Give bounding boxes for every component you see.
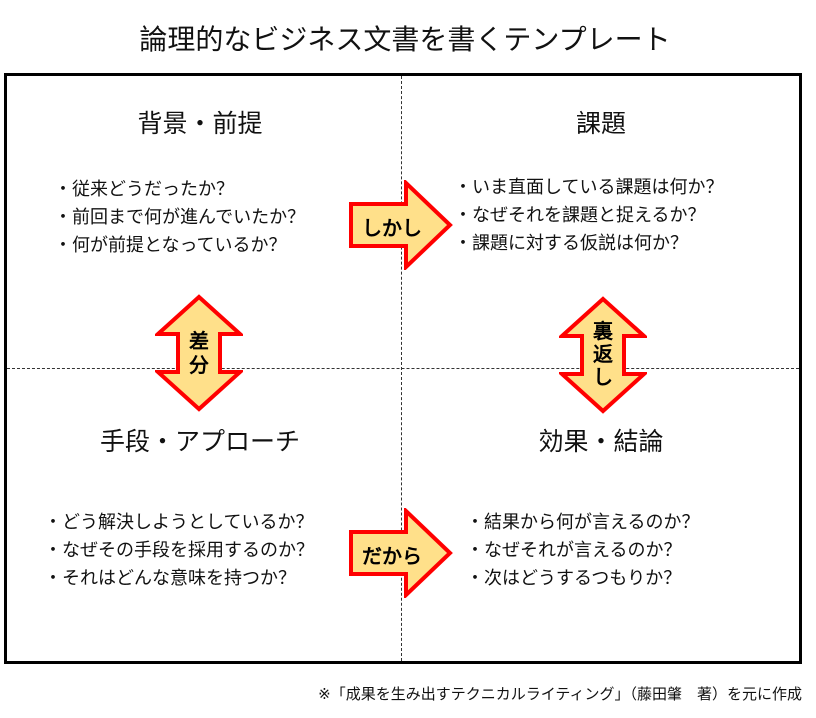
bullet: ・なぜそれが言えるのか？ — [466, 540, 682, 561]
therefore-arrow: だから — [348, 508, 454, 598]
inverse-char: し — [593, 365, 613, 389]
bullet: ・従来どうだったか？ — [54, 179, 234, 200]
inverse-char: 返 — [593, 342, 613, 366]
bullet: ・なぜそれを課題と捉えるか？ — [454, 205, 706, 226]
however-arrow: しかし — [348, 180, 454, 270]
therefore-label: だから — [362, 544, 422, 568]
difference-char: 分 — [189, 353, 209, 377]
right-arrow-icon — [349, 180, 453, 270]
right-arrow-icon — [349, 508, 453, 598]
difference-arrow: 差 分 — [155, 294, 243, 412]
inverse-arrow: 裏 返 し — [559, 296, 647, 414]
heading-background: 背景・前提 — [137, 109, 263, 138]
inverse-char: 裏 — [593, 319, 613, 343]
source-note: ※「成果を生み出すテクニカルライティング」（藤田肇 著）を元に作成 — [318, 685, 802, 703]
bullet: ・なぜその手段を採用するのか？ — [44, 540, 314, 561]
quadrant-frame — [4, 73, 802, 664]
bullet: ・何が前提となっているか？ — [54, 235, 287, 256]
however-label: しかし — [362, 216, 422, 240]
inverse-label: 裏 返 し — [593, 320, 613, 389]
bullet: ・結果から何が言えるのか？ — [466, 512, 700, 533]
up-down-arrow-icon — [559, 296, 647, 414]
up-down-arrow-icon — [155, 294, 243, 412]
heading-issue: 課題 — [575, 109, 626, 138]
bullets-background: ・従来どうだったか？ ・前回まで何が進んでいたか？ ・何が前提となっているか？ — [54, 176, 305, 260]
bullet: ・次はどうするつもりか？ — [466, 568, 682, 589]
bullet: ・いま直面している課題は何か？ — [454, 177, 724, 198]
bullet: ・それはどんな意味を持つか？ — [44, 568, 296, 589]
bullet: ・課題に対する仮説は何か？ — [454, 233, 688, 254]
heading-approach: 手段・アプローチ — [99, 427, 300, 456]
horizontal-divider — [7, 368, 799, 369]
bullets-approach: ・どう解決しようとしているか？ ・なぜその手段を採用するのか？ ・それはどんな意… — [44, 509, 314, 593]
heading-result: 効果・結論 — [538, 427, 664, 456]
bullet: ・どう解決しようとしているか？ — [44, 512, 314, 533]
bullets-result: ・結果から何が言えるのか？ ・なぜそれが言えるのか？ ・次はどうするつもりか？ — [466, 509, 699, 593]
page-title: 論理的なビジネス文書を書くテンプレート — [139, 23, 671, 56]
difference-char: 差 — [189, 329, 209, 353]
bullets-issue: ・いま直面している課題は何か？ ・なぜそれを課題と捉えるか？ ・課題に対する仮説… — [454, 174, 723, 258]
bullet: ・前回まで何が進んでいたか？ — [54, 207, 306, 228]
difference-label: 差 分 — [189, 329, 209, 377]
